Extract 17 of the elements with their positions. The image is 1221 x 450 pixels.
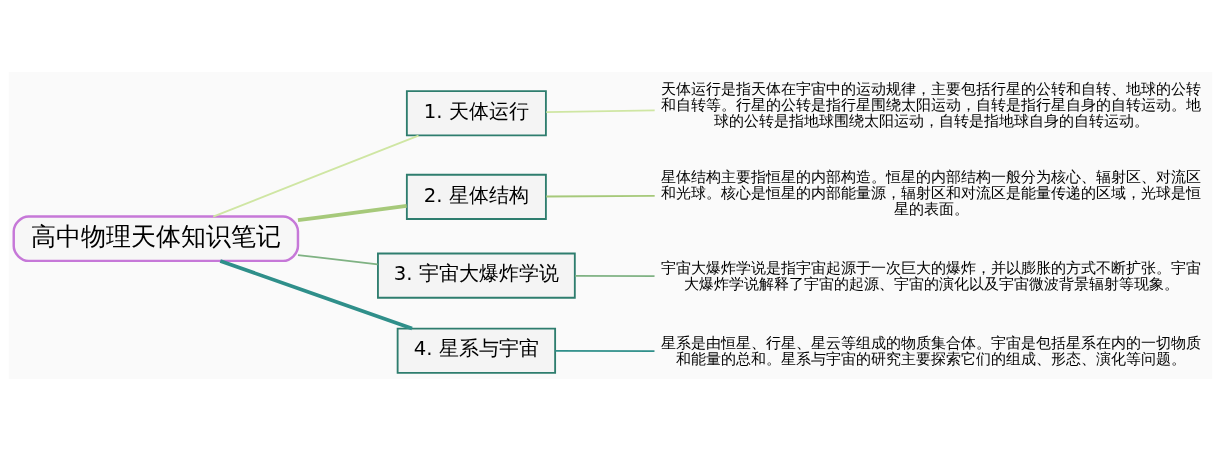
- node-box: 3. 宇宙大爆炸学说: [377, 252, 576, 299]
- connector: [545, 194, 656, 197]
- node-text: 天体运行是指天体在宇宙中的运动规律，主要包括行星的公转和自转、地球的公转和自转等。行星的公转是指行星围绕太阳运动，自转是指行星自身的自转运动。地球的公转是指地球围绕太阳运动，自转是指地球自身的自转运动。: [661, 79, 1202, 129]
- node-box: 高中物理天体知识笔记: [12, 214, 300, 262]
- connector: [219, 258, 413, 330]
- node-text: 星体结构主要指恒星的内部构造。恒星的内部结构一般分为核心、辐射区、对流区和光球。核心是恒星的内部能量源，辐射区和对流区是能量传递的区域，光球是恒星的表面。: [661, 167, 1202, 217]
- connector: [297, 203, 407, 222]
- connector: [574, 274, 656, 277]
- connector: [297, 253, 379, 265]
- connector: [554, 349, 656, 352]
- node-box: 1. 天体运行: [405, 89, 547, 136]
- connector: [545, 108, 656, 113]
- node-box: 4. 星系与宇宙: [396, 327, 557, 374]
- node-text: 星系是由恒星、行星、星云等组成的物质集合体。宇宙是包括星系在内的一切物质和能量的总和。星系与宇宙的研究主要探索它们的组成、形态、演化等问题。: [661, 333, 1202, 367]
- node-box: 2. 星体结构: [405, 173, 547, 220]
- connector: [212, 134, 420, 217]
- node-text: 宇宙大爆炸学说是指宇宙起源于一次巨大的爆炸，并以膨胀的方式不断扩张。宇宙大爆炸学说解释了宇宙的起源、宇宙的演化以及宇宙微波背景辐射等现象。: [661, 258, 1202, 292]
